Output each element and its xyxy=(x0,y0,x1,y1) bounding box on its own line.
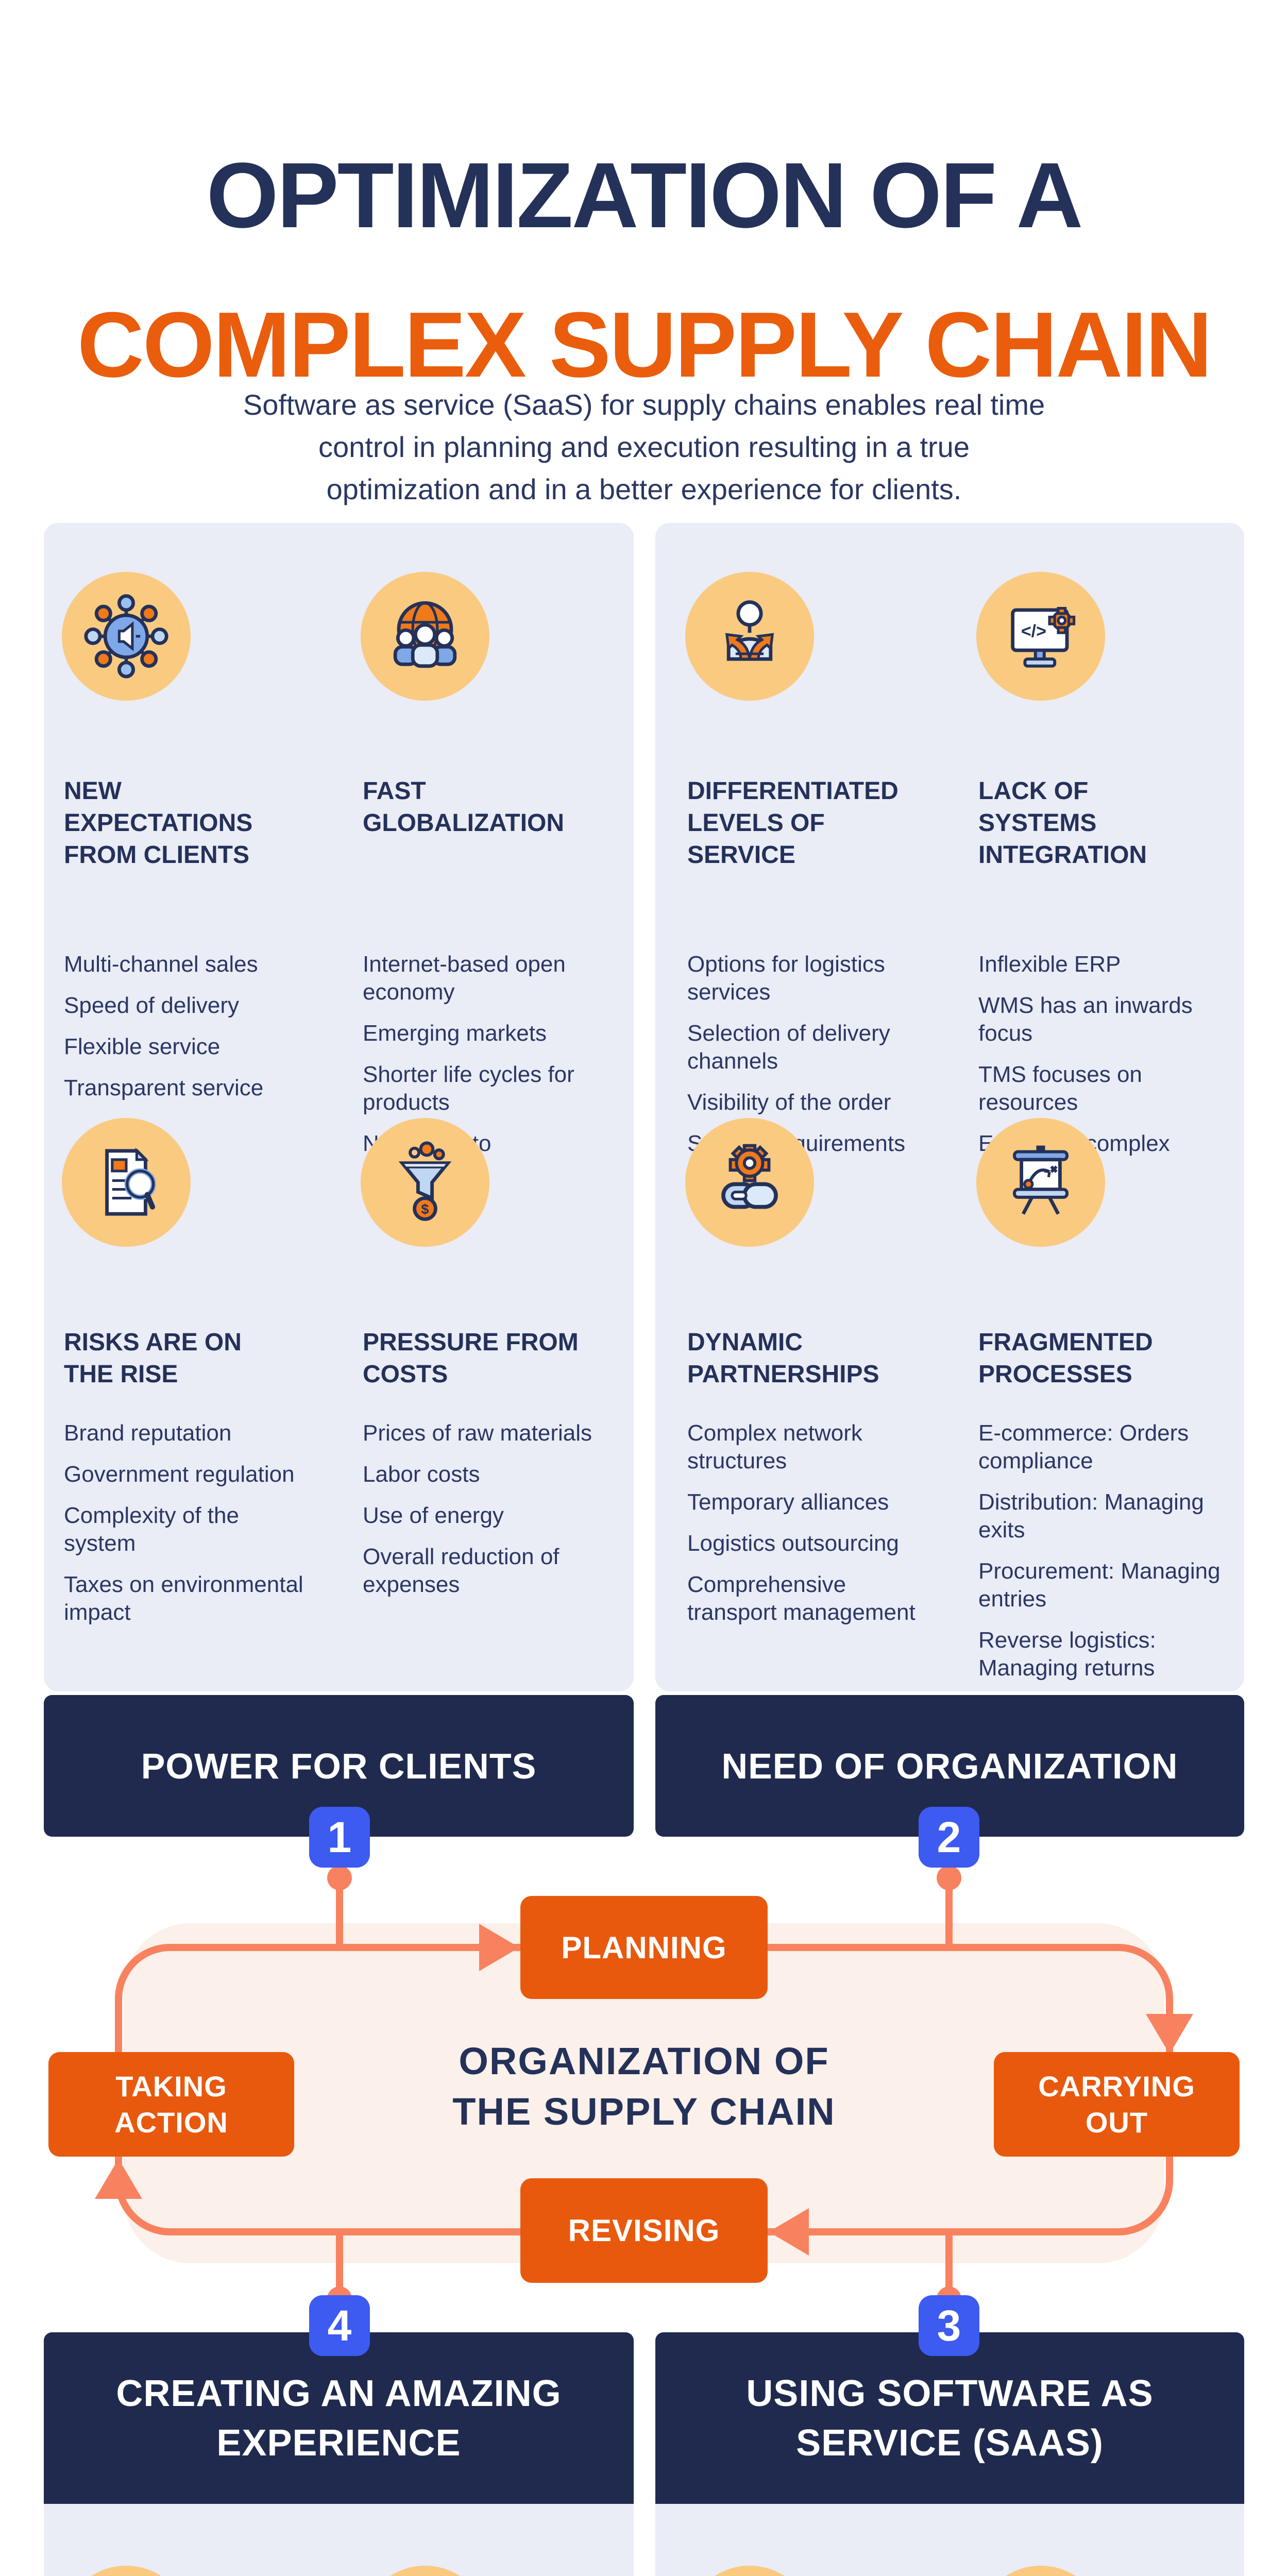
step-number: 4 xyxy=(327,2301,352,2350)
feature-item: Comprehensive transport management xyxy=(687,1572,916,1625)
cycle-title-line2: THE SUPPLY CHAIN xyxy=(452,2090,836,2133)
panel-need-of-organization xyxy=(655,523,1244,1691)
cycle-node-revising: REVISING xyxy=(520,2178,768,2283)
cycle-node-planning: PLANNING xyxy=(520,1896,768,1999)
document-magnifier-icon xyxy=(105,1147,156,1216)
feature-item: Internet-based open economy xyxy=(363,952,566,1005)
strategy-board-icon xyxy=(1013,1145,1069,1215)
feature-item: TMS focuses on resources xyxy=(978,1062,1142,1115)
feature-title: FAST GLOBALIZATION xyxy=(363,777,565,837)
step-number: 1 xyxy=(327,1812,352,1861)
cycle-node-label: CARRYING OUT xyxy=(1038,2070,1195,2139)
subtitle-line: control in planning and execution result… xyxy=(318,431,970,463)
feature-item: Overall reduction of expenses xyxy=(363,1544,560,1597)
step-badge-4: 4 xyxy=(309,2295,370,2356)
feature-item: Complex network structures xyxy=(687,1420,862,1473)
feature-title: RISKS ARE ON THE RISE xyxy=(64,1329,242,1388)
feature-title: FRAGMENTED PROCESSES xyxy=(978,1329,1153,1388)
globe-people-icon xyxy=(393,601,457,668)
feature-item: Emerging markets xyxy=(363,1021,547,1046)
panel-using-saas xyxy=(655,2504,1244,2576)
section-bar-label: USING SOFTWARE AS SERVICE (SAAS) xyxy=(746,2372,1154,2464)
feature-item: Speed of delivery xyxy=(64,993,239,1018)
feature-item: Procurement: Managing entries xyxy=(978,1558,1221,1612)
svg-text:</>: </> xyxy=(1021,622,1046,641)
step-number: 3 xyxy=(937,2301,961,2350)
feature-item: Visibility of the order xyxy=(687,1090,891,1115)
cycle-node-label: TAKING ACTION xyxy=(114,2070,228,2139)
svg-text:$: $ xyxy=(421,1201,429,1217)
cycle-title-line1: ORGANIZATION OF xyxy=(459,2040,829,2082)
feature-item: Temporary alliances xyxy=(687,1489,889,1515)
step-badge-3: 3 xyxy=(919,2295,979,2356)
step-badge-2: 2 xyxy=(919,1807,979,1868)
feature-item: Government regulation xyxy=(64,1462,295,1487)
gear-chain-icon xyxy=(721,1144,778,1209)
page-title-line1: OPTIMIZATION OF A xyxy=(206,144,1083,247)
panel-power-for-clients xyxy=(44,523,634,1691)
feature-item: Reverse logistics: Managing returns xyxy=(978,1628,1156,1681)
page-title: OPTIMIZATION OF A COMPLEX SUPPLY CHAIN xyxy=(0,121,1288,420)
feature-item: Use of energy xyxy=(363,1503,504,1528)
funnel-costs-icon: $ xyxy=(398,1141,452,1221)
feature-item: Selection of delivery channels xyxy=(687,1021,890,1074)
feature-item: Flexible service xyxy=(64,1034,221,1059)
cycle-node-label: PLANNING xyxy=(561,1930,727,1965)
icon-circle xyxy=(685,1118,814,1247)
feature-item: E-commerce: Orders compliance xyxy=(978,1420,1189,1473)
feature-item: Inflexible ERP xyxy=(978,952,1121,977)
panel-creating-experience xyxy=(44,2504,634,2576)
feature-item: Shorter life cycles for products xyxy=(363,1062,574,1115)
feature-item: Taxes on environmental impact xyxy=(64,1572,303,1625)
person-direction-icon xyxy=(725,600,774,661)
section-bar-label: CREATING AN AMAZING EXPERIENCE xyxy=(116,2372,562,2464)
feature-item: Multi-channel sales xyxy=(64,952,258,977)
feature-title: NEW EXPECTATIONS FROM CLIENTS xyxy=(64,777,253,869)
page-subtitle: Software as service (SaaS) for supply ch… xyxy=(129,384,1159,511)
section-bar-label: NEED OF ORGANIZATION xyxy=(721,1745,1178,1786)
feature-item: Options for logistics services xyxy=(687,952,885,1005)
feature-title: LACK OF SYSTEMS INTEGRATION xyxy=(978,777,1147,869)
feature-item: Transparent service xyxy=(64,1075,264,1100)
feature-item: Distribution: Managing exits xyxy=(978,1489,1204,1543)
icon-circle xyxy=(685,572,814,701)
section-bar-label: POWER FOR CLIENTS xyxy=(141,1745,537,1786)
page-title-line2: COMPLEX SUPPLY CHAIN xyxy=(77,293,1212,397)
feature-title: DYNAMIC PARTNERSHIPS xyxy=(687,1329,879,1388)
cycle-node-carrying-out: CARRYING OUT xyxy=(994,2052,1240,2157)
icon-circle xyxy=(62,1118,191,1247)
cycle-node-label: REVISING xyxy=(568,2213,720,2248)
feature-item: Logistics outsourcing xyxy=(687,1531,899,1556)
feature-item: WMS has an inwards focus xyxy=(978,993,1193,1046)
feature-item: Labor costs xyxy=(363,1462,480,1487)
icon-circle xyxy=(361,572,489,701)
monitor-code-gear-icon: </> xyxy=(1011,607,1076,668)
icon-circle xyxy=(62,572,191,701)
icon-circle xyxy=(976,1118,1105,1247)
icon-circle: $ xyxy=(361,1118,489,1247)
icon-circle: </> xyxy=(976,572,1105,701)
cycle-title: ORGANIZATION OF THE SUPPLY CHAIN xyxy=(335,2036,953,2137)
step-badge-1: 1 xyxy=(309,1807,370,1868)
feature-item: Complexity of the system xyxy=(64,1503,239,1556)
step-number: 2 xyxy=(937,1812,961,1861)
feature-item: Prices of raw materials xyxy=(363,1420,592,1446)
megaphone-network-icon xyxy=(84,594,168,679)
subtitle-line: optimization and in a better experience … xyxy=(326,473,962,505)
feature-item: Brand reputation xyxy=(64,1420,232,1446)
feature-title: DIFFERENTIATED LEVELS OF SERVICE xyxy=(687,777,899,869)
subtitle-line: Software as service (SaaS) for supply ch… xyxy=(243,388,1045,421)
section-bar-creating-experience: CREATING AN AMAZING EXPERIENCE xyxy=(44,2332,634,2504)
feature-title: PRESSURE FROM COSTS xyxy=(363,1329,579,1388)
section-bar-using-saas: USING SOFTWARE AS SERVICE (SAAS) xyxy=(655,2332,1244,2504)
cycle-node-taking-action: TAKING ACTION xyxy=(48,2052,294,2157)
